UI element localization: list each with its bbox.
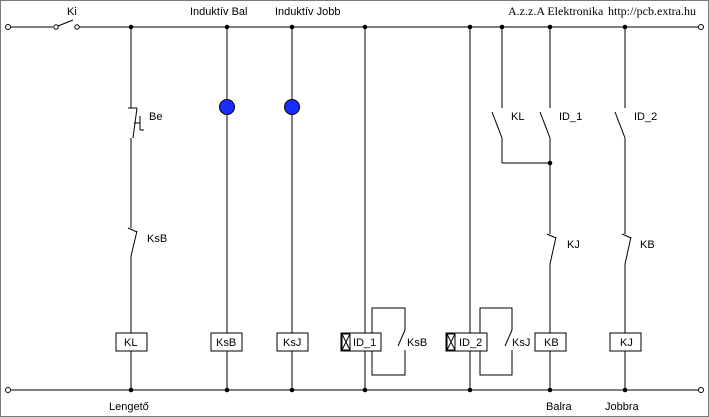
coil-kl-label: KL xyxy=(124,337,137,349)
contact-id2-label: ID_2 xyxy=(634,111,657,123)
contact-ksb-label: KsB xyxy=(147,233,167,245)
rung-ksj xyxy=(276,27,309,390)
rung-id1 xyxy=(340,27,406,390)
rung-kj xyxy=(609,27,642,390)
coil-ksb-label: KsB xyxy=(216,337,236,349)
main-switch-blade xyxy=(57,19,74,27)
timer-id1 xyxy=(340,332,382,352)
sensor-left-lamp xyxy=(219,99,235,115)
bottom-rail xyxy=(5,387,704,393)
header-brand: A.z.z.A Elektronika xyxy=(508,4,604,18)
contact-kl-label: KL xyxy=(511,111,524,123)
bottom-label-jobbra: Jobbra xyxy=(605,401,640,413)
contact-id1-label: ID_1 xyxy=(559,111,582,123)
coil-kj-label: KJ xyxy=(620,337,633,349)
rung-id2 xyxy=(445,27,513,390)
main-switch-terminal-left xyxy=(53,24,59,30)
rung-ksb xyxy=(210,27,243,390)
rung-kb xyxy=(491,27,567,390)
top-rail xyxy=(5,19,704,30)
contact-kb-label: KB xyxy=(640,239,655,251)
contact-kj-label: KJ xyxy=(567,239,580,251)
sensor-right-label: Induktív Jobb xyxy=(275,6,340,18)
bottom-label-balra: Balra xyxy=(546,401,573,413)
junction-dots xyxy=(128,24,628,393)
start-button-label: Be xyxy=(149,111,162,123)
coil-kb-label: KB xyxy=(544,337,559,349)
timer-contact-ksb-label: KsB xyxy=(407,337,427,349)
header-url: http://pcb.extra.hu xyxy=(608,4,696,18)
main-switch-label: Ki xyxy=(67,6,77,18)
bottom-label-lenget: Lengető xyxy=(109,401,149,413)
coil-ksj-label: KsJ xyxy=(283,337,301,349)
sensor-right-lamp xyxy=(284,99,300,115)
timer-contact-ksj-label: KsJ xyxy=(512,337,530,349)
rung-kl xyxy=(115,27,148,390)
sensor-left-label: Induktív Bal xyxy=(190,6,247,18)
timer-id2 xyxy=(445,332,488,352)
timer-id2-label: ID_2 xyxy=(459,337,482,349)
timer-id1-label: ID_1 xyxy=(353,337,376,349)
main-switch-terminal-right xyxy=(74,24,80,30)
